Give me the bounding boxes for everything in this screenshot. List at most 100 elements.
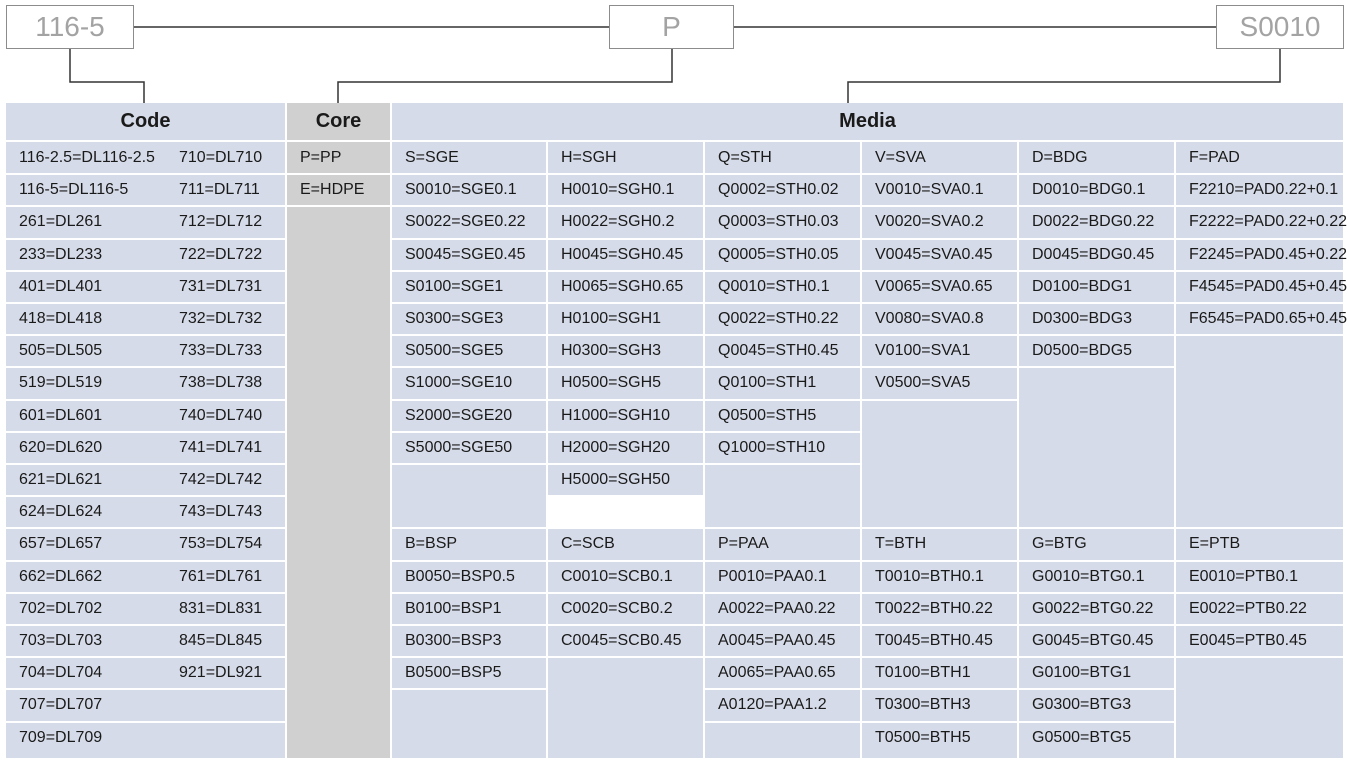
media-row-divider xyxy=(1176,624,1343,626)
media-entry: B=BSP xyxy=(405,535,458,553)
media-entry: F=PAD xyxy=(1189,149,1240,167)
media-entry: H2000=SGH20 xyxy=(561,438,670,456)
media-row-divider xyxy=(705,430,860,433)
media-row-divider xyxy=(392,430,546,433)
media-row-divider xyxy=(548,205,703,208)
media-row-divider xyxy=(862,269,1017,272)
media-entry: G0045=BTG0.45 xyxy=(1032,632,1154,650)
media-row-divider xyxy=(1019,173,1174,176)
media-entry: V0020=SVA0.2 xyxy=(875,213,984,231)
media-row-divider xyxy=(392,398,546,401)
media-entry: S2000=SGE20 xyxy=(405,406,513,424)
core-row-divider xyxy=(287,205,390,208)
media-row-divider xyxy=(862,302,1017,304)
media-block-divider xyxy=(1176,527,1343,530)
code-entry: 761=DL761 xyxy=(179,567,263,585)
media-entry: F2210=PAD0.22+0.1 xyxy=(1189,181,1339,199)
media-block-divider xyxy=(862,527,1017,530)
code-entry: 116-5=DL116-5 xyxy=(19,181,129,199)
media-entry: Q1000=STH10 xyxy=(718,438,826,456)
code-entry: 624=DL624 xyxy=(19,503,103,521)
media-row-divider xyxy=(1019,591,1174,594)
media-entry: G0500=BTG5 xyxy=(1032,728,1132,746)
media-entry: H0500=SGH5 xyxy=(561,374,662,392)
media-row-divider xyxy=(705,720,860,723)
code-row-divider xyxy=(6,495,285,498)
core-entry: P=PP xyxy=(300,149,342,167)
media-entry: D0500=BDG5 xyxy=(1032,342,1133,360)
code-column-bg xyxy=(6,142,285,758)
media-entry: D=BDG xyxy=(1032,149,1088,167)
core-column-bg xyxy=(287,142,390,758)
media-entry: S0045=SGE0.45 xyxy=(405,245,526,263)
media-row-divider xyxy=(548,463,703,465)
media-entry: H0065=SGH0.65 xyxy=(561,277,684,295)
media-entry: T0045=BTH0.45 xyxy=(875,632,993,650)
media-row-divider xyxy=(1176,559,1343,562)
media-entry: V=SVA xyxy=(875,149,926,167)
media-entry: D0010=BDG0.1 xyxy=(1032,181,1146,199)
media-entry: H0022=SGH0.2 xyxy=(561,213,675,231)
media-column-bg xyxy=(1019,142,1174,758)
media-entry: Q0005=STH0.05 xyxy=(718,245,839,263)
code-entry: 116-2.5=DL116-2.5 xyxy=(19,149,155,167)
media-row-divider xyxy=(392,366,546,369)
media-row-divider xyxy=(1176,656,1343,659)
code-entry: 704=DL704 xyxy=(19,664,103,682)
media-entry: D0045=BDG0.45 xyxy=(1032,245,1155,263)
media-row-divider xyxy=(548,302,703,304)
media-column-bg xyxy=(1176,142,1343,758)
code-entry: 741=DL741 xyxy=(179,438,263,456)
code-row-divider xyxy=(6,173,285,176)
code-entry: 743=DL743 xyxy=(179,503,263,521)
media-entry: H1000=SGH10 xyxy=(561,406,670,424)
code-entry: 662=DL662 xyxy=(19,567,103,585)
media-entry: V0100=SVA1 xyxy=(875,342,971,360)
code-entry: 601=DL601 xyxy=(19,406,103,424)
media-entry: V0065=SVA0.65 xyxy=(875,277,993,295)
media-row-divider xyxy=(1019,302,1174,304)
code-selector-box[interactable]: 116-5 xyxy=(6,5,134,49)
media-entry: D0100=BDG1 xyxy=(1032,277,1133,295)
media-entry: A0045=PAA0.45 xyxy=(718,632,836,650)
code-row-divider xyxy=(6,334,285,337)
code-row-divider xyxy=(6,302,285,304)
media-row-divider xyxy=(548,237,703,240)
media-row-divider xyxy=(862,591,1017,594)
media-entry: G0010=BTG0.1 xyxy=(1032,567,1145,585)
code-entry: 732=DL732 xyxy=(179,310,263,328)
media-entry: S0010=SGE0.1 xyxy=(405,181,517,199)
code-entry: 709=DL709 xyxy=(19,728,103,746)
media-row-divider xyxy=(548,398,703,401)
code-row-divider xyxy=(6,688,285,691)
media-selector-box[interactable]: S0010 xyxy=(1216,5,1344,49)
code-entry: 703=DL703 xyxy=(19,632,103,650)
media-row-divider xyxy=(392,205,546,208)
code-entry: 722=DL722 xyxy=(179,245,263,263)
media-row-divider xyxy=(705,334,860,337)
media-row-divider xyxy=(705,688,860,691)
media-row-divider xyxy=(548,269,703,272)
header-media: Media xyxy=(392,103,1343,140)
media-block-divider xyxy=(705,527,860,530)
media-row-divider xyxy=(392,688,546,691)
media-row-divider xyxy=(1176,269,1343,272)
code-entry: 401=DL401 xyxy=(19,277,103,295)
media-row-divider xyxy=(705,559,860,562)
media-entry: H0300=SGH3 xyxy=(561,342,662,360)
media-entry: E0010=PTB0.1 xyxy=(1189,567,1298,585)
core-selector-box[interactable]: P xyxy=(609,5,734,49)
media-row-divider xyxy=(705,269,860,272)
media-row-divider xyxy=(392,334,546,337)
media-row-divider xyxy=(705,237,860,240)
media-row-divider xyxy=(1176,302,1343,304)
media-row-divider xyxy=(1019,205,1174,208)
media-row-divider xyxy=(705,624,860,626)
media-entry: V0010=SVA0.1 xyxy=(875,181,984,199)
media-row-divider xyxy=(705,398,860,401)
media-entry: S0300=SGE3 xyxy=(405,310,504,328)
code-entry: 620=DL620 xyxy=(19,438,103,456)
code-entry: 831=DL831 xyxy=(179,599,263,617)
media-entry: H=SGH xyxy=(561,149,617,167)
